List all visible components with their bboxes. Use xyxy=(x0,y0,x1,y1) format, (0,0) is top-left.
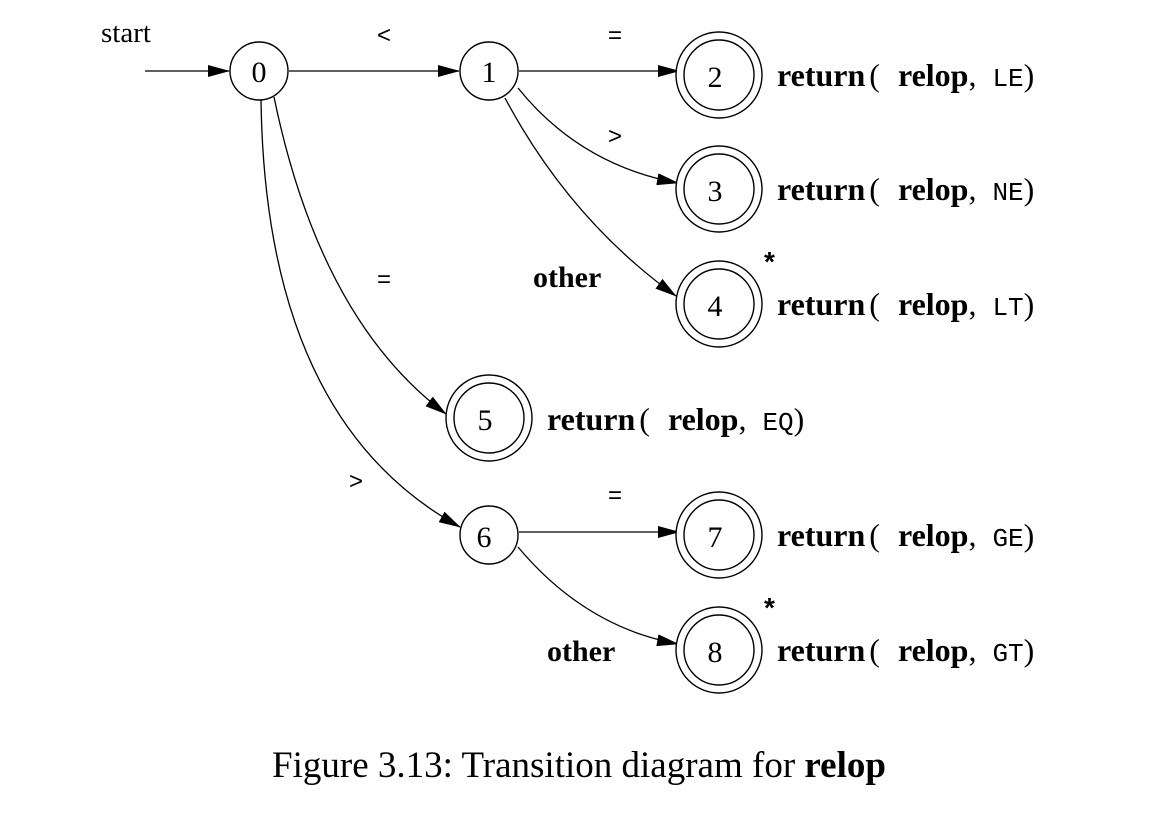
action-5: return(relop,EQ) xyxy=(547,401,804,438)
svg-text:5: 5 xyxy=(478,404,493,437)
svg-text:4: 4 xyxy=(708,290,723,323)
label-0-6: > xyxy=(349,468,363,495)
state-3-accepting: 3 xyxy=(675,145,763,233)
edge-0-6 xyxy=(260,98,461,528)
action-3: return(relop,NE) xyxy=(777,171,1034,208)
label-0-5: = xyxy=(377,266,391,293)
retract-star-8: * xyxy=(764,592,775,623)
state-1: 1 xyxy=(459,41,519,101)
svg-text:3: 3 xyxy=(708,175,723,208)
retract-star-4: * xyxy=(764,246,775,277)
edge-1-4 xyxy=(504,97,677,297)
caption-prefix: Figure 3.13: Transition diagram for xyxy=(272,745,796,786)
action-7: return(relop,GE) xyxy=(777,517,1034,554)
label-0-1: < xyxy=(377,22,391,49)
edge-0-5 xyxy=(273,96,447,415)
label-1-4: other xyxy=(533,261,601,294)
state-8-accepting: 8 xyxy=(675,606,763,694)
svg-text:1: 1 xyxy=(482,56,497,89)
label-6-7: = xyxy=(608,482,622,509)
svg-text:0: 0 xyxy=(252,56,267,89)
svg-text:2: 2 xyxy=(708,61,723,94)
state-2-accepting: 2 xyxy=(675,31,763,119)
label-1-2: = xyxy=(608,22,622,49)
svg-text:6: 6 xyxy=(477,521,492,554)
edge-1-3 xyxy=(517,87,679,186)
svg-text:7: 7 xyxy=(708,521,723,554)
state-0: 0 xyxy=(229,41,289,101)
state-7-accepting: 7 xyxy=(675,491,763,579)
edge-6-8 xyxy=(517,546,679,647)
label-1-3: > xyxy=(608,123,622,150)
figure-caption: Figure 3.13: Transition diagram for relo… xyxy=(0,744,1158,787)
action-4: return(relop,LT) xyxy=(777,286,1034,323)
start-label: start xyxy=(101,17,151,49)
svg-text:8: 8 xyxy=(708,636,723,669)
label-6-8: other xyxy=(547,635,615,668)
action-8: return(relop,GT) xyxy=(777,632,1034,669)
state-4-accepting: 4 xyxy=(675,260,763,348)
state-6: 6 xyxy=(459,505,519,565)
action-2: return(relop,LE) xyxy=(777,57,1034,94)
caption-bold-term: relop xyxy=(804,745,886,786)
state-5-accepting: 5 xyxy=(445,374,533,462)
